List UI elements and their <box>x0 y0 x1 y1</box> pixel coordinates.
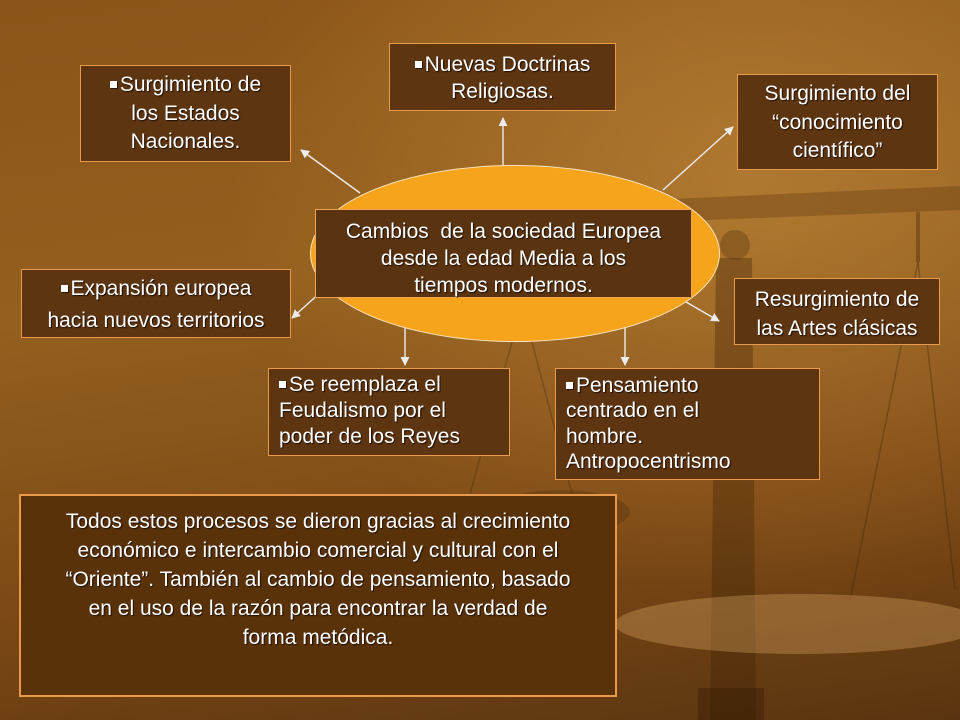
branch-feudalismo-reyes: Se reemplaza el Feudalismo por el poder … <box>268 368 510 456</box>
branch-line: Religiosas. <box>390 78 615 105</box>
branch-text: Se reemplaza el <box>289 373 441 396</box>
branch-text: Resurgimiento de <box>754 288 920 311</box>
summary-line: forma metódica. <box>21 623 615 652</box>
square-bullet-icon <box>60 285 68 292</box>
branch-conocimiento-cientifico: Surgimiento del “conocimiento científico… <box>737 74 938 170</box>
scale-dish <box>615 594 960 654</box>
branch-text: centrado en el <box>566 399 700 423</box>
branch-line: centrado en el <box>566 398 819 423</box>
branch-text: los Estados <box>131 101 240 125</box>
arrow-icon <box>662 126 734 191</box>
branch-nuevas-doctrinas: Nuevas Doctrinas Religiosas. <box>389 43 616 111</box>
square-bullet-icon <box>109 81 117 88</box>
square-bullet-icon <box>279 381 286 388</box>
branch-line: Antropocentrismo <box>566 449 819 474</box>
summary-line: económico e intercambio comercial y cult… <box>21 536 615 565</box>
summary-text: económico e intercambio comercial y cult… <box>77 539 559 562</box>
summary-box: Todos estos procesos se dieron gracias a… <box>19 494 617 697</box>
central-topic-text: desde la edad Media a los <box>380 247 627 270</box>
central-topic-text: Cambios de la sociedad Europea <box>345 220 662 243</box>
branch-line: científico” <box>738 137 937 166</box>
branch-estados-nacionales: Surgimiento de los Estados Nacionales. <box>80 65 291 162</box>
summary-line: Todos estos procesos se dieron gracias a… <box>21 507 615 536</box>
scale-pivot-knob <box>720 230 750 260</box>
arrow-icon <box>300 149 361 194</box>
branch-line: “conocimiento <box>738 109 937 138</box>
arrow-icon <box>685 301 720 322</box>
branch-expansion-europea: Expansión europea hacia nuevos territori… <box>21 269 291 338</box>
central-topic-line: Cambios de la sociedad Europea <box>316 218 691 245</box>
summary-line: “Oriente”. También al cambio de pensamie… <box>21 565 615 594</box>
branch-line: poder de los Reyes <box>279 424 509 450</box>
branch-text: “conocimiento <box>772 110 903 134</box>
branch-text: Feudalismo por el <box>279 399 446 422</box>
summary-text: Todos estos procesos se dieron gracias a… <box>65 510 571 533</box>
branch-text: poder de los Reyes <box>279 425 460 448</box>
summary-text: forma metódica. <box>242 626 394 649</box>
branch-artes-clasicas: Resurgimiento de las Artes clásicas <box>734 278 940 345</box>
branch-antropocentrismo: Pensamiento centrado en el hombre. Antro… <box>555 368 820 480</box>
branch-text: Expansión europea <box>70 277 252 300</box>
branch-text: Pensamiento <box>576 374 699 397</box>
branch-text: científico” <box>792 139 883 162</box>
branch-line: Nuevas Doctrinas <box>390 51 615 78</box>
central-topic-line: desde la edad Media a los <box>316 245 691 272</box>
branch-text: Nacionales. <box>130 130 241 153</box>
branch-text: Nuevas Doctrinas <box>424 53 591 76</box>
summary-line: en el uso de la razón para encontrar la … <box>21 594 615 623</box>
central-topic-line: tiempos modernos. <box>316 272 691 299</box>
branch-text: las Artes clásicas <box>756 317 918 340</box>
branch-text: hombre. <box>566 424 644 448</box>
branch-line: Se reemplaza el <box>279 372 509 398</box>
branch-text: Surgimiento del <box>764 82 911 105</box>
branch-text: Antropocentrismo <box>566 449 731 473</box>
central-topic-text: tiempos modernos. <box>414 274 593 297</box>
square-bullet-icon <box>414 61 422 68</box>
square-bullet-icon <box>566 382 573 389</box>
branch-text: Surgimiento de <box>119 73 262 96</box>
branch-text: hacia nuevos territorios <box>47 309 265 332</box>
branch-line: Nacionales. <box>81 128 290 157</box>
branch-line: Resurgimiento de <box>735 285 939 314</box>
branch-line: las Artes clásicas <box>735 314 939 343</box>
branch-line: Feudalismo por el <box>279 398 509 424</box>
branch-line: Surgimiento de <box>81 71 290 100</box>
branch-text: Religiosas. <box>451 80 554 103</box>
branch-line: Surgimiento del <box>738 80 937 109</box>
summary-text: en el uso de la razón para encontrar la … <box>88 597 548 620</box>
central-topic: Cambios de la sociedad Europea desde la … <box>315 209 692 298</box>
branch-line: Expansión europea <box>22 273 290 305</box>
scale-pole-base <box>698 688 764 720</box>
branch-line: Pensamiento <box>566 373 819 398</box>
branch-line: los Estados <box>81 100 290 129</box>
summary-text: “Oriente”. También al cambio de pensamie… <box>65 568 571 591</box>
branch-line: hacia nuevos territorios <box>22 305 290 337</box>
branch-line: hombre. <box>566 424 819 449</box>
